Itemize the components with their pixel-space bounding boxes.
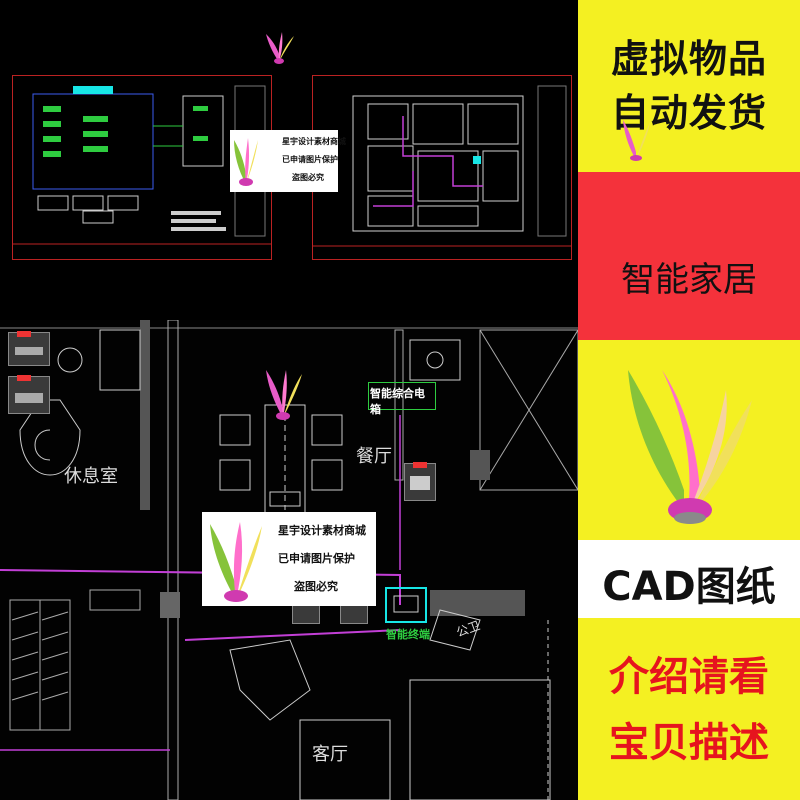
shuttlecock-icon xyxy=(266,32,294,64)
headline-line1: 虚拟物品 xyxy=(610,37,767,81)
description-note-banner: 介绍请看 宝贝描述 xyxy=(578,618,800,800)
shuttlecock-icon xyxy=(628,370,752,524)
floor-plan-detail-drawing xyxy=(0,320,578,800)
vrt-tag xyxy=(17,375,31,381)
watermark-line1: 星宇设计素材商城 xyxy=(282,137,346,146)
smart-panel-label: 智能综合电箱 xyxy=(370,387,425,416)
watermark-line1: 星宇设计素材商城 xyxy=(278,524,366,537)
floor-plan-drawing xyxy=(313,85,571,247)
shuttlecock-icon xyxy=(210,522,262,602)
auto-delivery-banner: 虚拟物品 自动发货 xyxy=(578,0,800,172)
switch-keys xyxy=(15,393,43,403)
wiring-diagram-drawing xyxy=(13,85,271,245)
room-label-living: 客厅 xyxy=(312,744,348,765)
product-image-area xyxy=(578,340,800,540)
note-line1: 介绍请看 xyxy=(609,654,769,700)
room-label-dining: 餐厅 xyxy=(356,446,392,467)
switch-keys xyxy=(410,476,430,490)
watermark-line3: 盗图必究 xyxy=(292,173,324,182)
cad-detail-panel: 休息室 餐厅 客厅 公卫 智能综合电箱 智能终端 星宇设计素材商城 已申请图片保… xyxy=(0,320,578,800)
vrt-switch-panel xyxy=(8,375,50,414)
watermark-line2: 已申请图片保护 xyxy=(278,552,355,565)
cad-overview-panel: 星宇设计素材商城 已申请图片保护 盗图必究 xyxy=(0,0,578,318)
smart-panel-box: 智能综合电箱 xyxy=(368,382,436,416)
vrt-switch-panel xyxy=(8,331,50,366)
smart-terminal-label: 智能终端 xyxy=(386,628,430,641)
wiring-diagram-sheet xyxy=(12,75,272,260)
headline-line2: 自动发货 xyxy=(610,91,767,135)
watermark-line2: 已申请图片保护 xyxy=(282,155,338,164)
category-banner: 智能家居 xyxy=(578,172,800,340)
vrt-tag xyxy=(413,462,427,468)
vrt-switch-panel xyxy=(404,462,436,501)
room-label-lounge: 休息室 xyxy=(64,466,118,487)
shuttlecock-icon xyxy=(266,370,302,420)
vrt-tag xyxy=(17,331,31,337)
note-line2: 宝贝描述 xyxy=(609,720,769,766)
cad-badge-label: CAD图纸 xyxy=(602,564,776,610)
watermark-main: 星宇设计素材商城 已申请图片保护 盗图必究 xyxy=(202,512,376,606)
floor-plan-sheet xyxy=(312,75,572,260)
watermark-top: 星宇设计素材商城 已申请图片保护 盗图必究 xyxy=(230,130,346,192)
category-label: 智能家居 xyxy=(621,260,757,300)
watermark-line3: 盗图必究 xyxy=(294,580,338,593)
promo-sidebar: 虚拟物品 自动发货 智能家居 CAD图纸 介绍请看 宝贝描述 xyxy=(578,0,800,800)
cad-badge: CAD图纸 xyxy=(578,540,800,618)
shuttlecock-icon xyxy=(234,138,258,186)
switch-keys xyxy=(15,347,43,355)
shuttlecock-icon xyxy=(623,120,650,161)
